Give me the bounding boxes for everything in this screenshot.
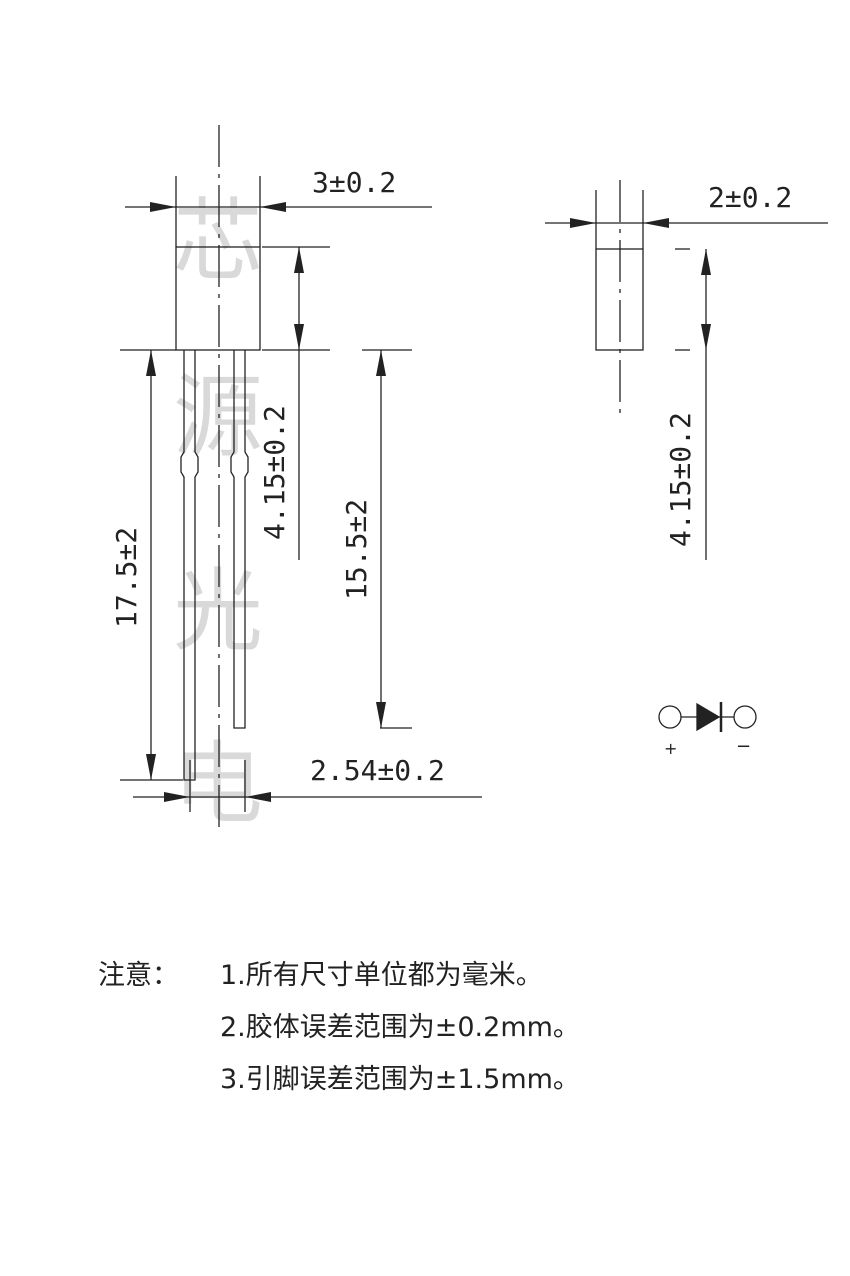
note-row-1: 注意： 1.所有尺寸单位都为毫米。 bbox=[98, 950, 580, 1002]
dim-lead-short: 15.5±2 bbox=[340, 499, 373, 600]
anode-terminal bbox=[658, 705, 682, 729]
front-arrowheads bbox=[146, 202, 386, 802]
lead-short bbox=[230, 350, 249, 729]
arrow-thickness-right bbox=[643, 218, 669, 228]
dim-lead-long: 17.5±2 bbox=[110, 527, 143, 628]
arrow-width-right bbox=[260, 202, 286, 212]
note-row-2: 2.胶体误差范围为±0.2mm。 bbox=[98, 1002, 580, 1054]
arrow-height-bottom bbox=[294, 324, 304, 350]
watermark: 芯 源 光 电 bbox=[173, 189, 263, 837]
note-item-3: 3.引脚误差范围为±1.5mm。 bbox=[220, 1064, 580, 1095]
arrow-height-top bbox=[294, 247, 304, 273]
arrow-short-bottom bbox=[376, 702, 386, 728]
arrow-short-top bbox=[376, 350, 386, 376]
diode-symbol bbox=[658, 702, 757, 732]
watermark-char-3: 光 bbox=[173, 559, 263, 664]
cathode-terminal bbox=[733, 705, 757, 729]
arrow-pitch-left bbox=[164, 792, 190, 802]
note-row-3: 3.引脚误差范围为±1.5mm。 bbox=[98, 1054, 580, 1106]
arrow-thickness-left bbox=[570, 218, 596, 228]
arrow-long-top bbox=[146, 350, 156, 376]
notes-heading: 注意： bbox=[98, 960, 179, 991]
front-body bbox=[175, 246, 261, 351]
watermark-char-4: 电 bbox=[173, 732, 263, 837]
arrow-side-height-top bbox=[701, 249, 711, 275]
note-item-1: 1.所有尺寸单位都为毫米。 bbox=[220, 960, 543, 991]
diode-triangle bbox=[696, 702, 721, 732]
watermark-char-2: 源 bbox=[173, 365, 263, 470]
side-body bbox=[595, 248, 644, 351]
notes: 注意： 1.所有尺寸单位都为毫米。 2.胶体误差范围为±0.2mm。 3.引脚误… bbox=[98, 950, 580, 1106]
front-view bbox=[120, 125, 482, 832]
arrow-pitch-right bbox=[245, 792, 271, 802]
arrow-width-left bbox=[150, 202, 176, 212]
note-item-2: 2.胶体误差范围为±0.2mm。 bbox=[220, 1012, 580, 1043]
dim-side-height: 4.15±0.2 bbox=[664, 412, 697, 547]
anode-sign: + bbox=[664, 739, 677, 758]
package-drawing: 芯 源 光 电 bbox=[110, 125, 828, 837]
cathode-sign: − bbox=[736, 736, 751, 757]
dim-lead-pitch: 2.54±0.2 bbox=[310, 754, 445, 787]
arrow-side-height-bottom bbox=[701, 324, 711, 350]
watermark-char-1: 芯 bbox=[173, 189, 263, 294]
side-arrowheads bbox=[570, 218, 711, 350]
dim-body-thickness: 2±0.2 bbox=[708, 181, 792, 214]
dim-body-height: 4.15±0.2 bbox=[258, 405, 291, 540]
arrow-long-bottom bbox=[146, 754, 156, 780]
dim-body-width: 3±0.2 bbox=[312, 166, 396, 199]
